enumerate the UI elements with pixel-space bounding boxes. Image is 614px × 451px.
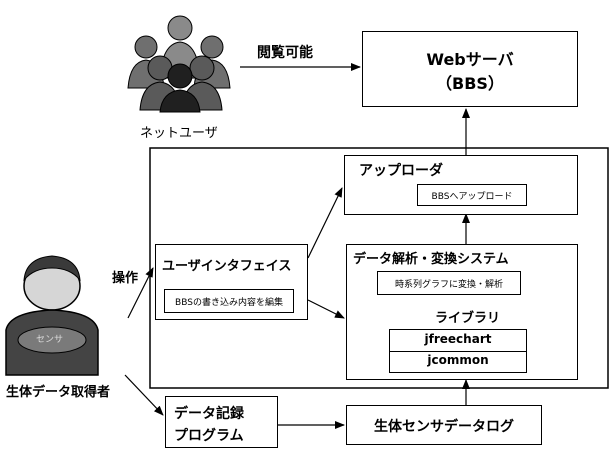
web-server-subtitle: （BBS） bbox=[436, 74, 504, 93]
library-item-jcommon: jcommon bbox=[427, 353, 489, 367]
edit-bbs-box: BBSの書き込み内容を編集 bbox=[164, 289, 294, 313]
arrow-ui-to-uploader bbox=[307, 187, 343, 259]
recording-program-box: データ記録 プログラム bbox=[165, 396, 278, 448]
uploader-title: アップローダ bbox=[359, 163, 443, 179]
timeseries-label: 時系列グラフに変換・解析 bbox=[394, 280, 503, 290]
arrow-ui-to-analysis bbox=[307, 299, 345, 319]
recording-program-line1: データ記録 bbox=[174, 406, 244, 422]
uploader-box: アップローダ BBSへアップロード bbox=[344, 155, 578, 215]
sensor-log-label: 生体センサデータログ bbox=[374, 419, 514, 435]
net-users-label: ネットユーザ bbox=[140, 126, 218, 141]
arrow-acquirer-to-ui bbox=[127, 267, 154, 319]
edit-bbs-label: BBSの書き込み内容を編集 bbox=[175, 298, 283, 308]
web-server-title: Webサーバ bbox=[426, 50, 514, 69]
user-interface-title: ユーザインタフェイス bbox=[162, 259, 292, 274]
user-interface-box: ユーザインタフェイス BBSの書き込み内容を編集 bbox=[155, 244, 308, 320]
sensor-badge: センサ bbox=[36, 335, 64, 345]
sensor-log-box: 生体センサデータログ bbox=[346, 405, 542, 445]
acquirer-icon bbox=[5, 255, 99, 376]
analysis-system-box: データ解析・変換システム 時系列グラフに変換・解析 ライブラリ jfreecha… bbox=[346, 244, 578, 380]
library-box: jfreechart jcommon bbox=[389, 329, 527, 373]
library-item-jfreechart: jfreechart bbox=[390, 332, 526, 352]
library-title: ライブラリ bbox=[435, 311, 501, 326]
arrow-label-operate: 操作 bbox=[112, 271, 139, 286]
web-server-box: Webサーバ （BBS） bbox=[362, 31, 578, 107]
timeseries-box: 時系列グラフに変換・解析 bbox=[377, 271, 521, 295]
net-users-icon bbox=[127, 15, 231, 113]
recording-program-line2: プログラム bbox=[174, 428, 244, 444]
arrow-label-viewable: 閲覧可能 bbox=[257, 45, 313, 61]
upload-to-bbs-box: BBSへアップロード bbox=[417, 184, 527, 206]
arrow-acquirer-to-recorder bbox=[124, 374, 164, 416]
acquirer-label: 生体データ取得者 bbox=[6, 385, 111, 400]
upload-to-bbs-label: BBSへアップロード bbox=[431, 192, 513, 202]
analysis-system-title: データ解析・変換システム bbox=[353, 252, 509, 267]
